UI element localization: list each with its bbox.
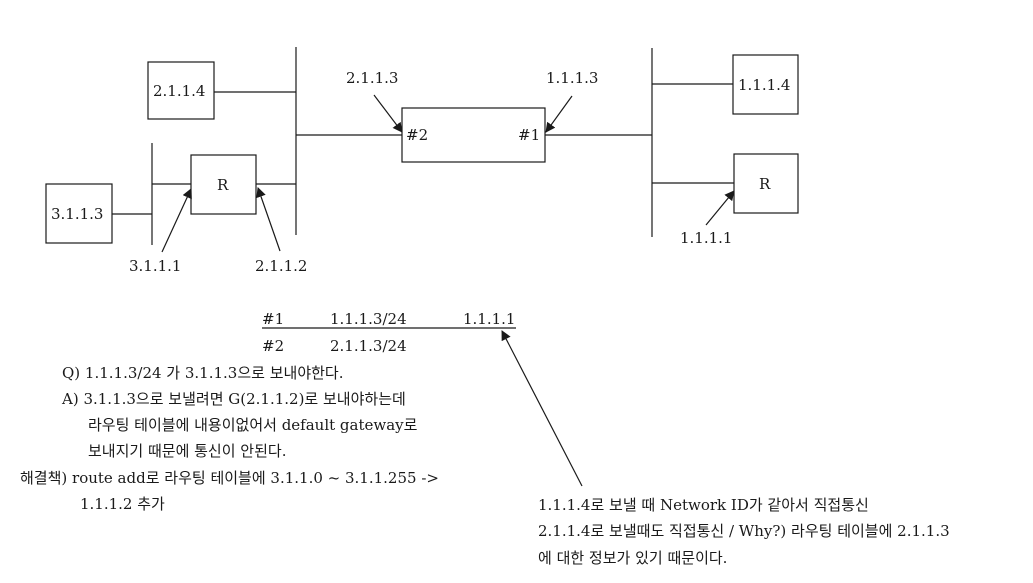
note-right-line1: 1.1.1.4로 보낼 때 Network ID가 같아서 직접통신 — [538, 496, 869, 514]
rt-row2-iface: #2 — [262, 337, 285, 355]
rt-row1-gateway: 1.1.1.1 — [463, 310, 516, 328]
ip-label-1113: 1.1.1.3 — [546, 69, 599, 87]
arrow-2113 — [373, 94, 403, 133]
rt-row2-network: 2.1.1.3/24 — [330, 337, 407, 355]
arrow-3111 — [161, 188, 192, 253]
arrow-1111 — [705, 190, 735, 226]
note-right-line3: 에 대한 정보가 있기 때문이다. — [538, 549, 728, 567]
ip-label-2113: 2.1.1.3 — [346, 69, 399, 87]
center-port2-label: #2 — [406, 126, 429, 144]
center-port1-label: #1 — [518, 126, 541, 144]
host-2114-box — [147, 61, 215, 120]
ip-label-2112: 2.1.1.2 — [255, 257, 308, 275]
rt-row1-iface: #1 — [262, 310, 285, 328]
arrow-2112 — [256, 187, 281, 252]
note-question: Q) 1.1.1.3/24 가 3.1.1.3으로 보내야한다. — [62, 364, 344, 382]
router-left-label: R — [217, 176, 229, 194]
arrow-table-gateway — [501, 330, 583, 487]
router-right-label: R — [759, 175, 771, 193]
host-3113-label: 3.1.1.3 — [51, 205, 104, 223]
ip-label-3111: 3.1.1.1 — [129, 257, 182, 275]
note-answer-line2: 라우팅 테이블에 내용이없어서 default gateway로 — [88, 416, 418, 434]
note-right-line2: 2.1.1.4로 보낼때도 직접통신 / Why?) 라우팅 테이블에 2.1.… — [538, 522, 950, 540]
ip-label-1111: 1.1.1.1 — [680, 229, 733, 247]
note-answer-line1: A) 3.1.1.3으로 보낼려면 G(2.1.1.2)로 보내야하는데 — [62, 390, 406, 408]
note-answer-line3: 보내지기 때문에 통신이 안된다. — [88, 442, 287, 460]
arrow-1113 — [545, 95, 573, 133]
host-1114-label: 1.1.1.4 — [738, 76, 791, 94]
note-fix-line1: 해결책) route add로 라우팅 테이블에 3.1.1.0 ~ 3.1.1… — [20, 469, 439, 487]
note-fix-line2: 1.1.1.2 추가 — [80, 495, 165, 513]
host-2114-label: 2.1.1.4 — [153, 82, 206, 100]
rt-row1-network: 1.1.1.3/24 — [330, 310, 407, 328]
